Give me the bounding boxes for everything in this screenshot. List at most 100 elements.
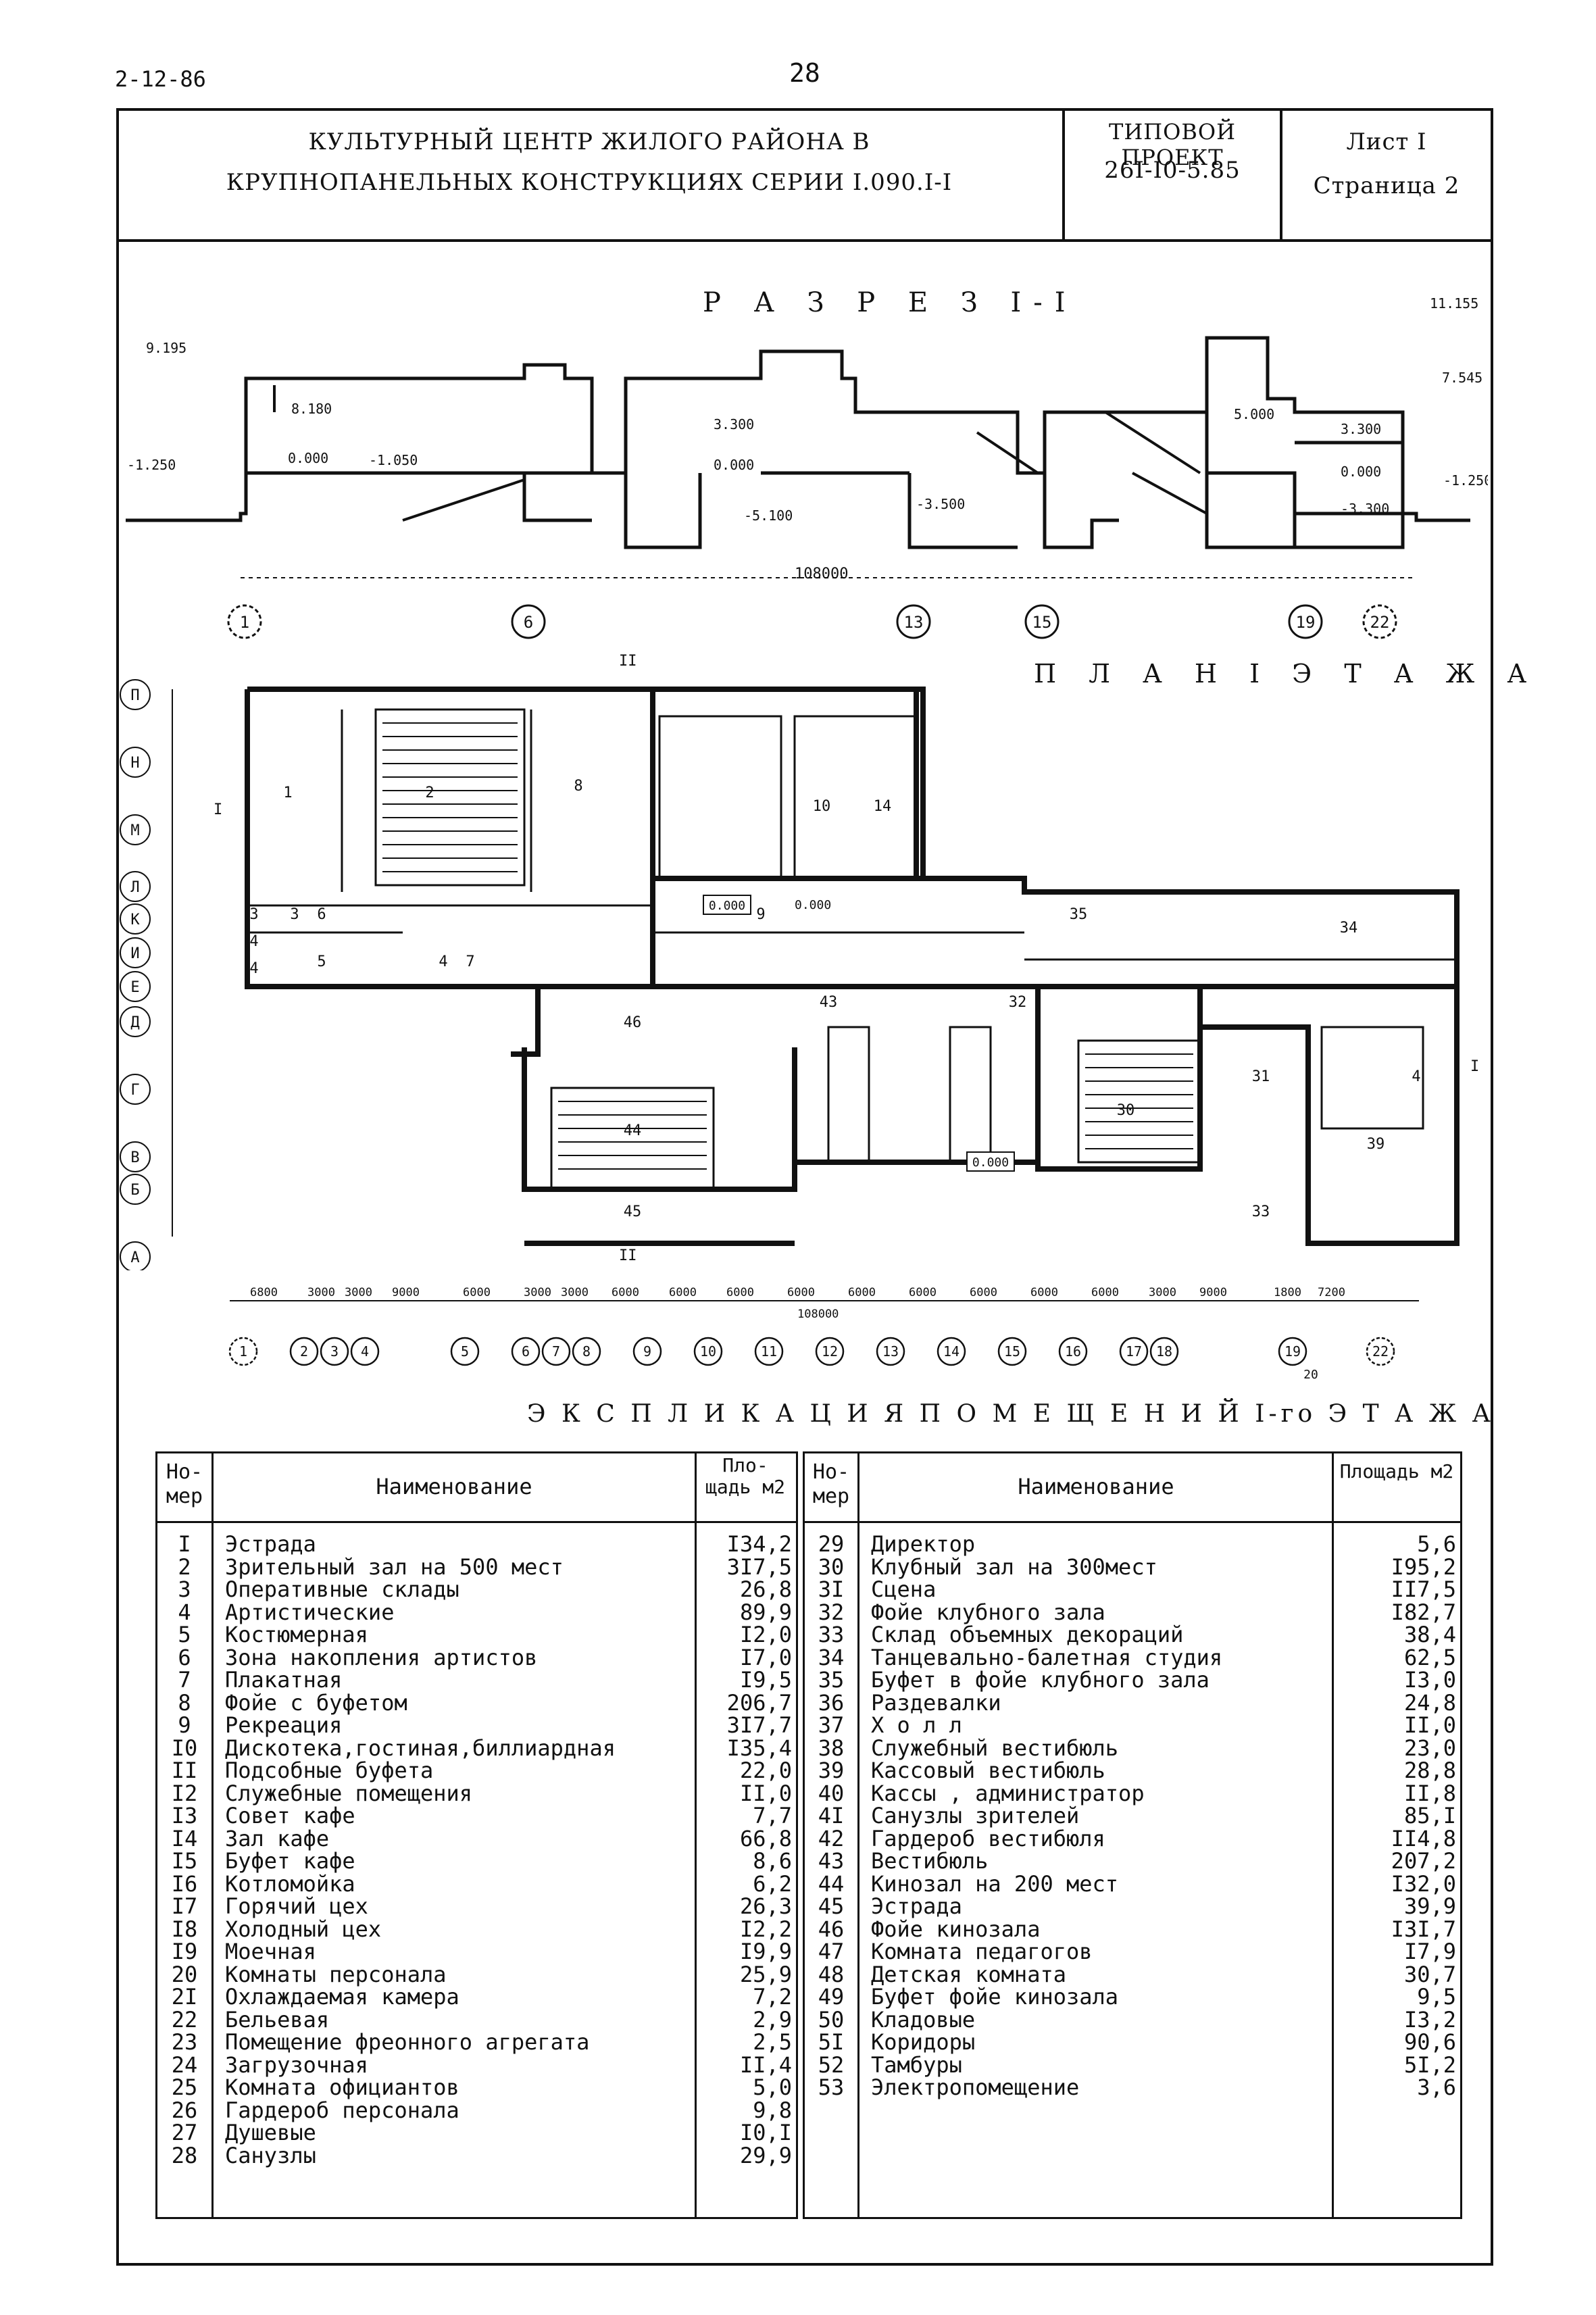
svg-text:34: 34 <box>1340 920 1358 937</box>
svg-text:45: 45 <box>624 1203 642 1220</box>
room-area: 25,9 <box>739 1961 792 1987</box>
room-name: Фойе клубного зала <box>871 1599 1105 1625</box>
svg-text:3000: 3000 <box>524 1286 551 1299</box>
room-area: 7,7 <box>753 1803 792 1828</box>
level-11155: 11.155 <box>1430 295 1479 312</box>
room-name: Буфет кафе <box>225 1848 355 1874</box>
svg-text:4: 4 <box>249 933 258 950</box>
room-name: Гардероб персонала <box>225 2097 459 2123</box>
room-name: Горячий цех <box>225 1893 368 1919</box>
svg-text:19: 19 <box>1296 613 1316 632</box>
room-number: 2I <box>171 1984 198 2010</box>
svg-text:0.000: 0.000 <box>795 898 831 912</box>
room-name: Артистические <box>225 1599 395 1625</box>
room-area: 5,0 <box>753 2074 792 2100</box>
room-area: 26,3 <box>739 1893 792 1919</box>
room-area: I35,4 <box>726 1735 792 1761</box>
project-code: 26I-I0-5.85 <box>1104 157 1241 184</box>
room-number: 20 <box>171 1961 198 1987</box>
svg-text:0.000: 0.000 <box>714 457 754 473</box>
room-area: 30,7 <box>1403 1961 1456 1987</box>
room-area: I95,2 <box>1391 1553 1456 1580</box>
svg-text:3000: 3000 <box>1149 1286 1176 1299</box>
room-name: Зрительный зал на 500 мест <box>225 1553 564 1580</box>
svg-text:Б: Б <box>130 1182 139 1199</box>
room-number: I7 <box>171 1893 198 1919</box>
svg-text:I: I <box>214 801 222 818</box>
room-number: 5I <box>818 2029 845 2055</box>
room-area: I32,0 <box>1391 1870 1456 1897</box>
svg-text:Е: Е <box>130 979 139 996</box>
room-number: I0 <box>171 1735 198 1761</box>
room-area: I9,9 <box>739 1939 792 1964</box>
room-area: 206,7 <box>726 1689 792 1716</box>
room-name: Бельевая <box>225 2006 330 2033</box>
room-name: Охлаждаемая камера <box>225 1984 459 2010</box>
svg-text:9000: 9000 <box>1199 1286 1227 1299</box>
explication-title: Э К С П Л И К А Ц И Я П О М Е Щ Е Н И Й … <box>527 1400 1495 1428</box>
room-number: II <box>171 1758 198 1783</box>
room-name: Эстрада <box>871 1893 962 1919</box>
room-name: Плакатная <box>225 1667 343 1693</box>
room-area: 6,2 <box>753 1870 792 1897</box>
svg-text:0.000: 0.000 <box>709 899 745 913</box>
plan-title: П Л А Н I Э Т А Ж А <box>1034 659 1539 689</box>
room-area: I2,0 <box>739 1622 792 1647</box>
room-area: 29,9 <box>739 2142 792 2168</box>
room-number: 39 <box>818 1758 845 1783</box>
svg-text:1800: 1800 <box>1274 1286 1301 1299</box>
room-name: Электропомещение <box>871 2074 1080 2100</box>
room-name: Кинозал на 200 мест <box>871 1870 1119 1897</box>
room-number: 24 <box>171 2051 198 2078</box>
room-name: Детская комната <box>871 1961 1066 1987</box>
room-area: I3,0 <box>1403 1667 1456 1693</box>
room-name: Подсобные буфета <box>225 1758 434 1783</box>
room-number: 50 <box>818 2006 845 2033</box>
svg-text:6: 6 <box>522 1343 530 1360</box>
svg-text:Г: Г <box>130 1082 139 1099</box>
page-code: 2-12-86 <box>115 66 206 92</box>
room-area: 62,5 <box>1403 1644 1456 1670</box>
svg-text:1: 1 <box>283 785 292 801</box>
svg-text:10: 10 <box>700 1343 716 1360</box>
room-name: Душевые <box>225 2120 316 2145</box>
room-name: Раздевалки <box>871 1689 1001 1716</box>
room-number: I2 <box>171 1780 198 1806</box>
room-number: 40 <box>818 1780 845 1806</box>
room-name: Помещение фреонного агрегата <box>225 2029 590 2055</box>
svg-text:15: 15 <box>1032 613 1052 632</box>
room-number: 27 <box>171 2120 198 2145</box>
room-number: I4 <box>171 1825 198 1851</box>
svg-text:7: 7 <box>466 953 474 970</box>
svg-text:17: 17 <box>1126 1343 1142 1360</box>
room-number: 2 <box>178 1553 191 1580</box>
svg-text:32: 32 <box>1009 994 1027 1011</box>
svg-text:3000: 3000 <box>561 1286 589 1299</box>
svg-text:2: 2 <box>425 785 434 801</box>
room-number: 32 <box>818 1599 845 1625</box>
room-area: I3,2 <box>1403 2006 1456 2033</box>
room-area: II,4 <box>739 2051 792 2078</box>
svg-text:II: II <box>619 653 637 670</box>
svg-text:5.000: 5.000 <box>1234 406 1274 422</box>
svg-text:6000: 6000 <box>970 1286 997 1299</box>
room-name: Котломойка <box>225 1870 355 1897</box>
left-head-num: Но- мер <box>166 1460 203 1508</box>
